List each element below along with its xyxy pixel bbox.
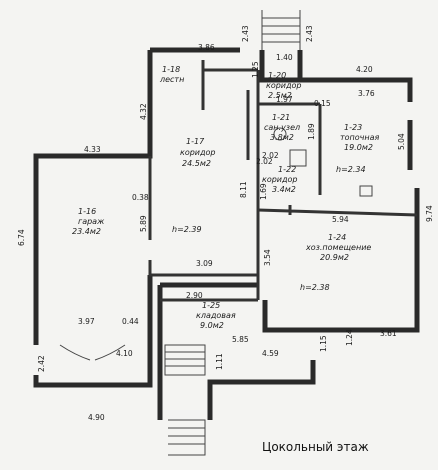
dim-6: 1.97 [276,95,293,104]
room-1-16-name: гараж [78,217,105,226]
dim-0: 3.86 [198,43,215,52]
room-1-22-area: 3.4м2 [272,185,296,194]
room-1-17-name: коридор [180,148,216,157]
room-1-21-area: 3.8м2 [270,133,294,142]
room-1-23-id: 1-23 [344,123,362,132]
dim-21: 5.94 [332,215,349,224]
dim-4: 4.20 [356,65,373,74]
room-1-22-id: 1-22 [278,165,296,174]
room-1-16-area: 23.4м2 [72,227,101,236]
room-1-25-name: кладовая [196,311,236,320]
room-1-17-id: 1-17 [186,137,205,146]
dim-17: 0.38 [132,193,149,202]
room-1-25-area: 9.0м2 [200,321,224,330]
wall-left [33,50,153,345]
dim-35: 4.90 [88,413,105,422]
room-1-24-name: хоз.помещение [305,243,371,252]
room-1-21-id: 1-21 [272,113,290,122]
wall-storage-top [257,205,418,217]
wall-bath [258,102,322,195]
room-1-18-name: лестн [159,75,184,84]
room-1-23-area: 19.0м2 [344,143,373,152]
wall-top [150,47,413,102]
wall-garage-corridor [148,156,258,277]
dim-25: 3.97 [78,317,95,326]
dim-28: 1.11 [215,353,224,370]
outer-walls [33,47,420,420]
room-1-20-area: 2.5м2 [268,91,292,100]
dim-5: 1.25 [251,61,260,78]
room-1-20-id: 1-20 [268,71,286,80]
dim-12: 2.02 [256,157,273,166]
dim-23: 3.09 [196,259,213,268]
wall-bottom [157,282,316,420]
floor-caption: Цокольный этаж [262,440,369,454]
dim-32: 1.24 [345,329,354,346]
bottom-stairs [168,419,206,456]
wall-right [262,120,420,333]
garage-door-swing [59,344,126,361]
room-1-25-id: 1-25 [202,301,220,310]
dim-13: 1.89 [307,123,316,140]
room-1-22-name: коридор [262,175,298,184]
height-3: h=2.38 [300,283,330,292]
room-1-24-id: 1-24 [328,233,346,242]
dim-29: 5.85 [232,335,249,344]
room-1-20-name: коридор [266,81,302,90]
height-1: h=2.39 [172,225,202,234]
room-1-16-id: 1-16 [78,207,96,216]
dim-18: 5.89 [139,215,148,232]
dim-22: 3.54 [263,249,272,266]
inner-walls [148,60,418,302]
room-1-24-area: 20.9м2 [320,253,349,262]
dim-31: 1.15 [319,335,328,352]
room-1-23-name: топочная [340,133,380,142]
sink-icon [273,127,287,141]
dim-30: 4.59 [262,349,279,358]
dim-15: 9.74 [425,205,434,222]
dim-26: 0.44 [122,317,139,326]
height-2: h=2.34 [336,165,366,174]
dim-14: 5.04 [397,133,406,150]
dim-20: 1.69 [259,183,268,200]
boiler-icon [359,185,373,197]
stair-hatch [164,344,206,376]
room-1-18-id: 1-18 [162,65,180,74]
top-stairs [261,10,301,50]
dim-33: 3.61 [380,329,397,338]
dim-27: 4.10 [116,349,133,358]
dim-7: 0.15 [314,99,331,108]
dim-11: 2.02 [262,151,279,160]
dim-9: 4.32 [139,103,148,120]
dim-10: 4.33 [84,145,101,154]
dim-1: 2.43 [241,25,250,42]
dim-16: 6.74 [17,229,26,246]
dim-19: 8.11 [239,181,248,198]
dim-24: 2.90 [186,291,203,300]
dim-34: 2.42 [37,355,46,372]
dim-2: 2.43 [305,25,314,42]
toilet-icon [289,149,307,167]
wall-bottom-left [33,275,153,388]
dim-8: 3.76 [358,89,375,98]
details [59,10,373,456]
room-1-17-area: 24.5м2 [182,159,211,168]
dim-3: 1.40 [276,53,293,62]
room-1-21-name: сан.узел [264,123,300,132]
wall-stair [201,60,258,110]
